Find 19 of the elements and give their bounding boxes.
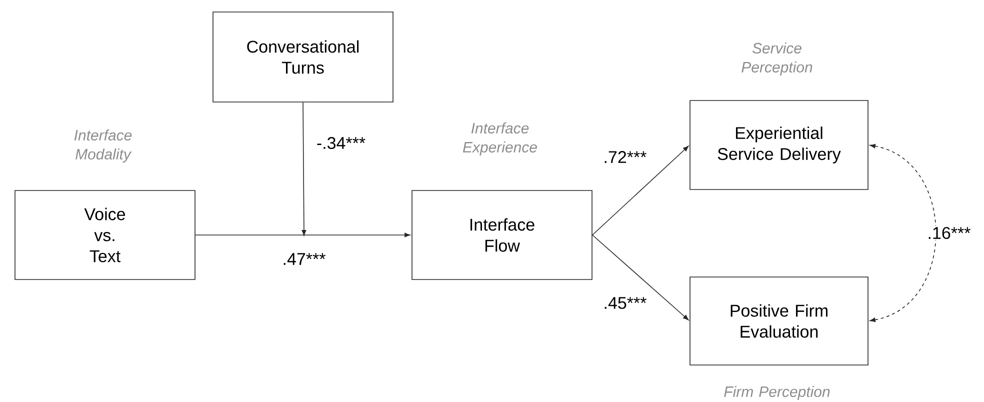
construct-label: Firm Perception xyxy=(724,386,830,400)
box: Interface Flow xyxy=(412,190,592,280)
edge-label: .47*** xyxy=(281,252,327,266)
box: Voice vs. Text xyxy=(14,190,196,280)
construct-label: Interface Experience xyxy=(462,122,537,156)
box: Experiential Service Delivery xyxy=(690,100,868,190)
edge-label: -.34*** xyxy=(315,136,367,150)
edge-label: .45*** xyxy=(602,296,648,310)
arrow xyxy=(592,234,689,320)
arrow xyxy=(870,144,936,322)
box: Positive Firm Evaluation xyxy=(690,276,868,366)
arrow xyxy=(592,146,689,236)
edge-label: .16*** xyxy=(926,226,972,240)
construct-label: Interface Modality xyxy=(74,130,132,162)
edge-label: .72*** xyxy=(602,150,648,164)
box: Conversational Turns xyxy=(212,12,394,102)
construct-label: Service Perception xyxy=(742,42,812,76)
arrow xyxy=(195,232,410,238)
arrow xyxy=(302,102,306,236)
